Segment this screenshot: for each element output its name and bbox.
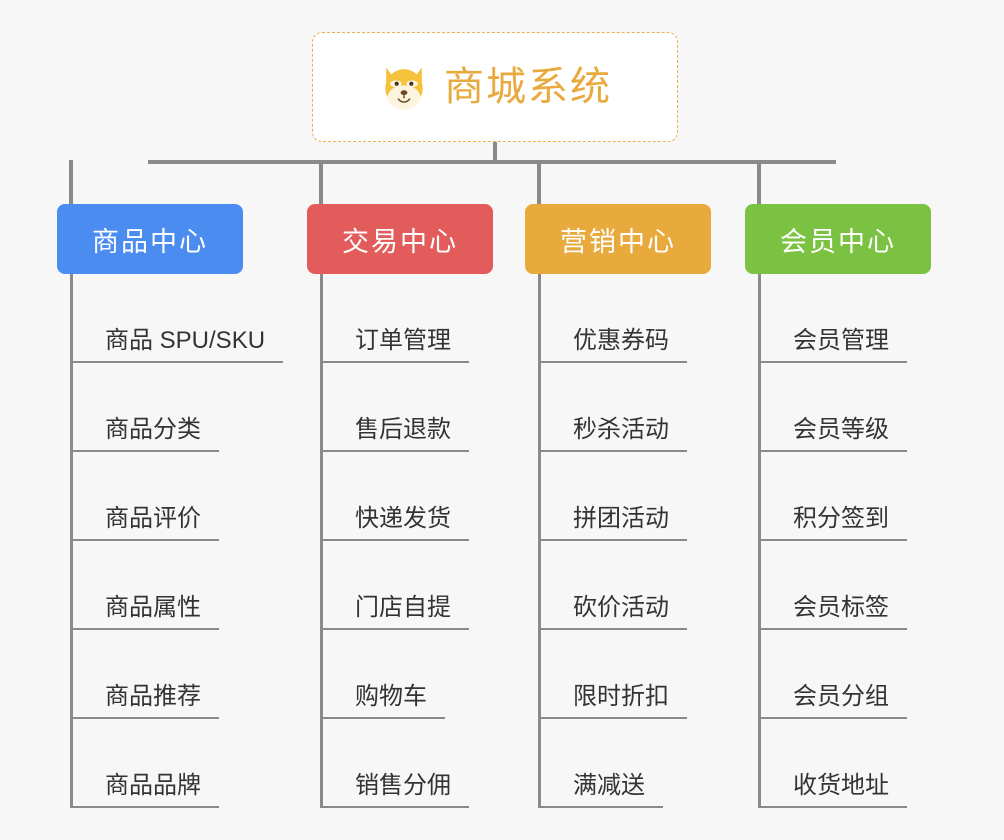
branch-spine [70, 274, 73, 808]
branch-header-label: 交易中心 [342, 226, 458, 257]
branch-item[interactable]: 商品品牌 [73, 719, 219, 808]
branch-header-label: 营销中心 [560, 226, 676, 257]
branch-item[interactable]: 订单管理 [323, 274, 469, 363]
branch-item-label: 快递发货 [355, 505, 451, 533]
branch-item-label: 商品分类 [105, 416, 201, 444]
branch-item-label: 收货地址 [793, 772, 889, 800]
dog-face-icon [385, 67, 423, 110]
branch-item-label: 积分签到 [793, 505, 889, 533]
branch-header-marketing-center[interactable]: 营销中心 [525, 204, 711, 274]
branch-item-label: 购物车 [355, 683, 427, 711]
branch-item[interactable]: 收货地址 [761, 719, 907, 808]
branch-item[interactable]: 积分签到 [761, 452, 907, 541]
branch-item[interactable]: 门店自提 [323, 541, 469, 630]
branch-item-label: 会员等级 [793, 416, 889, 444]
branch-item-label: 门店自提 [355, 594, 451, 622]
branch-item[interactable]: 会员等级 [761, 363, 907, 452]
branch-item-label: 优惠券码 [573, 327, 669, 355]
branch-header-trade-center[interactable]: 交易中心 [307, 204, 493, 274]
branch-header-member-center[interactable]: 会员中心 [745, 204, 931, 274]
branch-item[interactable]: 购物车 [323, 630, 445, 719]
root-node-mall-system[interactable]: 商城系统 [312, 32, 678, 142]
branch-item[interactable]: 会员管理 [761, 274, 907, 363]
branch-item[interactable]: 销售分佣 [323, 719, 469, 808]
connector-drop-1 [69, 160, 73, 204]
branch-item[interactable]: 限时折扣 [541, 630, 687, 719]
connector-drop-2 [319, 160, 323, 204]
branch-item-label: 限时折扣 [573, 683, 669, 711]
connector-drop-4 [757, 160, 761, 204]
branch-item-label: 会员分组 [793, 683, 889, 711]
branch-item-label: 商品 SPU/SKU [105, 327, 266, 355]
branch-header-label: 商品中心 [92, 226, 208, 257]
branch-spine [538, 274, 541, 808]
branch-item-label: 拼团活动 [573, 505, 669, 533]
branch-spine [758, 274, 761, 808]
branch-item-label: 砍价活动 [573, 594, 669, 622]
branch-item[interactable]: 砍价活动 [541, 541, 687, 630]
connector-stem [493, 142, 497, 164]
branch-item[interactable]: 商品评价 [73, 452, 219, 541]
branch-item[interactable]: 秒杀活动 [541, 363, 687, 452]
branch-item-label: 会员标签 [793, 594, 889, 622]
branch-item-label: 秒杀活动 [573, 416, 669, 444]
branch-item[interactable]: 商品属性 [73, 541, 219, 630]
branch-item[interactable]: 优惠券码 [541, 274, 687, 363]
branch-header-label: 会员中心 [780, 226, 896, 257]
branch-item-label: 订单管理 [355, 327, 451, 355]
branch-item[interactable]: 售后退款 [323, 363, 469, 452]
branch-item-label: 商品属性 [105, 594, 201, 622]
connector-drop-3 [537, 160, 541, 204]
branch-item[interactable]: 快递发货 [323, 452, 469, 541]
branch-item[interactable]: 拼团活动 [541, 452, 687, 541]
branch-item-label: 销售分佣 [355, 772, 451, 800]
branch-item-label: 满减送 [573, 772, 645, 800]
branch-item[interactable]: 会员标签 [761, 541, 907, 630]
branch-item[interactable]: 商品 SPU/SKU [73, 274, 283, 363]
branch-item[interactable]: 商品推荐 [73, 630, 219, 719]
branch-item-label: 会员管理 [793, 327, 889, 355]
root-node-title: 商城系统 [444, 65, 612, 109]
connector-bus [148, 160, 836, 164]
branch-item[interactable]: 商品分类 [73, 363, 219, 452]
branch-item-label: 商品品牌 [105, 772, 201, 800]
branch-item-label: 商品评价 [105, 505, 201, 533]
root-node-content: 商城系统 [378, 61, 612, 113]
branch-item-label: 商品推荐 [105, 683, 201, 711]
branch-spine [320, 274, 323, 808]
branch-item[interactable]: 会员分组 [761, 630, 907, 719]
branch-item[interactable]: 满减送 [541, 719, 663, 808]
branch-header-product-center[interactable]: 商品中心 [57, 204, 243, 274]
branch-item-label: 售后退款 [355, 416, 451, 444]
